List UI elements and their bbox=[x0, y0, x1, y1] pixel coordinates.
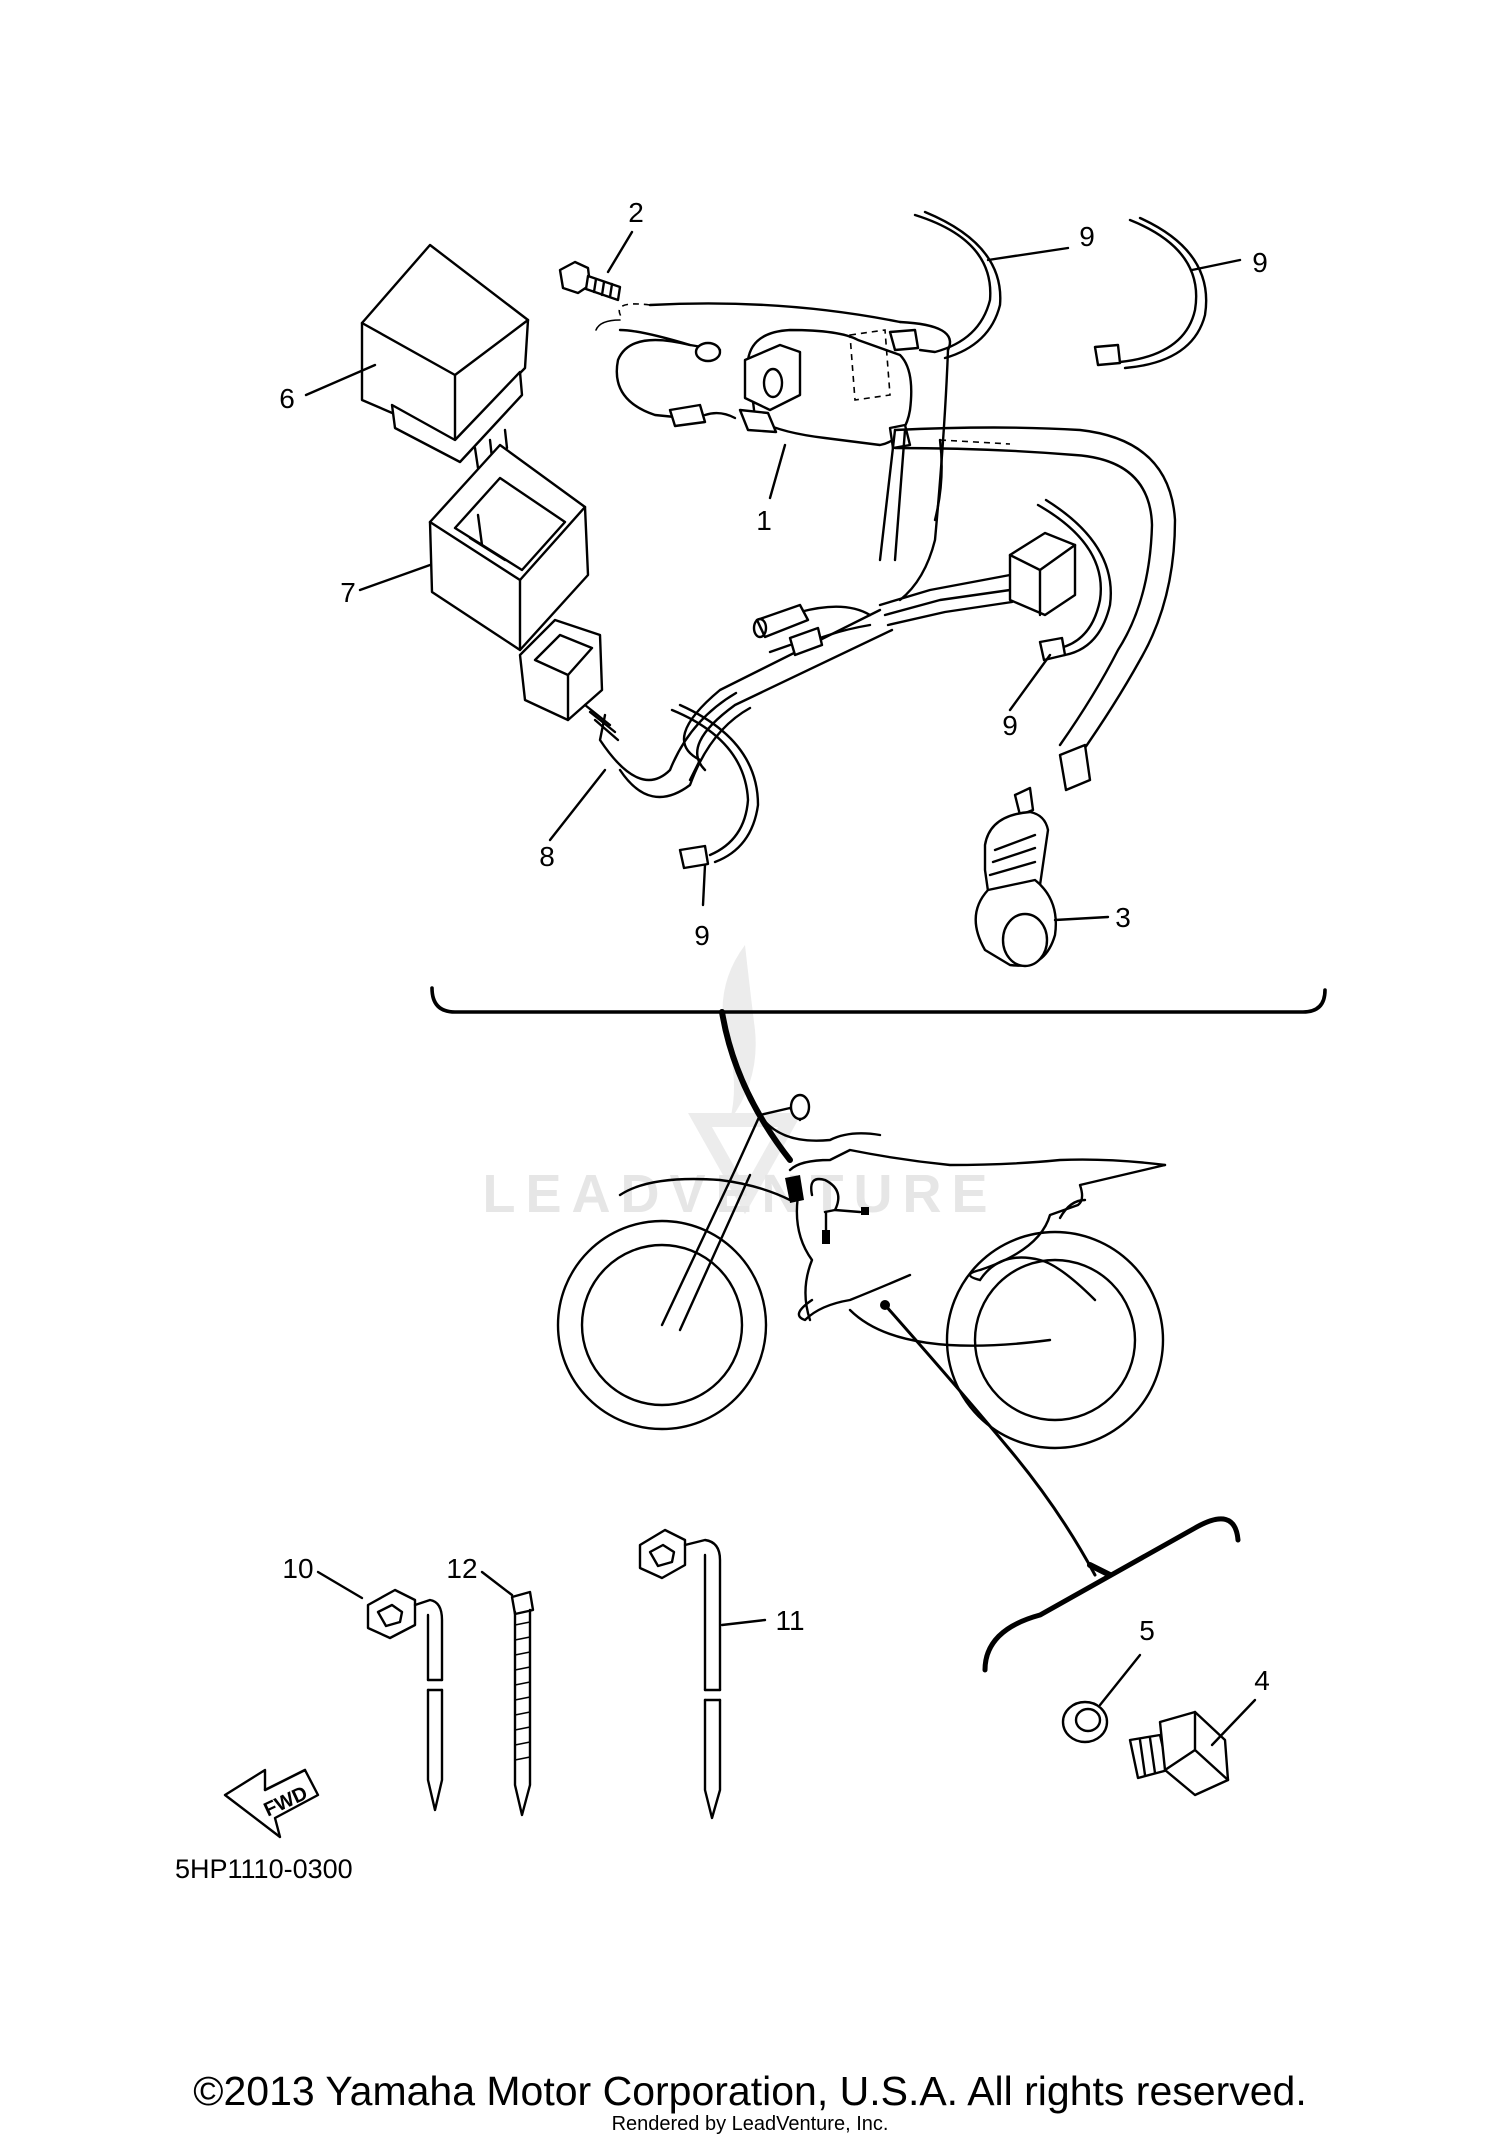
callout-12: 12 bbox=[446, 1553, 477, 1584]
part-8-wire-harness bbox=[518, 426, 1177, 799]
callout-6: 6 bbox=[279, 383, 295, 414]
callout-10: 10 bbox=[282, 1553, 313, 1584]
callout-8: 8 bbox=[539, 841, 555, 872]
leader-bike-to-detail bbox=[883, 1303, 1097, 1577]
callout-2: 2 bbox=[628, 197, 644, 228]
part-12-cable-tie bbox=[510, 1590, 535, 1817]
part-6-cdi-unit bbox=[360, 243, 530, 470]
part-1-ignition-coil bbox=[595, 302, 951, 602]
part-10-band bbox=[366, 1588, 444, 1812]
part-9-clamp-right-middle bbox=[1036, 498, 1112, 662]
motorcycle-outline bbox=[556, 1093, 1167, 1450]
watermark-text: LEADVENTURE bbox=[482, 1164, 997, 1224]
part-5-washer bbox=[1061, 1700, 1109, 1744]
callout-9-top-left: 9 bbox=[1079, 221, 1095, 252]
part-3-plug-cap bbox=[974, 743, 1092, 968]
leader-detail-pointer bbox=[1087, 1562, 1113, 1578]
part-9-clamp-top-right bbox=[1093, 216, 1208, 370]
diagram-code: 5HP1110-0300 bbox=[175, 1854, 353, 1884]
part-9-clamp-top-left bbox=[888, 210, 1002, 360]
callout-1: 1 bbox=[756, 505, 772, 536]
rendered-by-notice: Rendered by LeadVenture, Inc. bbox=[611, 2113, 889, 2135]
assembly-brace bbox=[430, 986, 1327, 1014]
callout-7: 7 bbox=[340, 577, 356, 608]
part-9-clamp-lower-left bbox=[670, 703, 760, 870]
part-2-bolt bbox=[558, 260, 622, 302]
copyright-notice: ©2013 Yamaha Motor Corporation, U.S.A. A… bbox=[193, 2068, 1307, 2114]
part-11-band bbox=[638, 1528, 722, 1820]
callout-9-right-middle: 9 bbox=[1002, 710, 1018, 741]
fwd-arrow-icon: FWD bbox=[223, 1768, 320, 1839]
callout-4: 4 bbox=[1254, 1665, 1270, 1696]
callout-5: 5 bbox=[1139, 1615, 1155, 1646]
part-4-bolt bbox=[1128, 1710, 1230, 1797]
leader-brace-to-bike bbox=[719, 1009, 793, 1163]
callout-9-top-right: 9 bbox=[1252, 247, 1268, 278]
callout-11: 11 bbox=[775, 1605, 804, 1636]
detail-inset-outline bbox=[982, 1516, 1241, 1673]
part-7-holder bbox=[428, 443, 590, 652]
callout-9-lower-left: 9 bbox=[694, 920, 710, 951]
callout-3: 3 bbox=[1115, 902, 1131, 933]
callout-leaders bbox=[304, 230, 1257, 1747]
leadventure-watermark: LEADVENTURE bbox=[482, 945, 997, 1224]
